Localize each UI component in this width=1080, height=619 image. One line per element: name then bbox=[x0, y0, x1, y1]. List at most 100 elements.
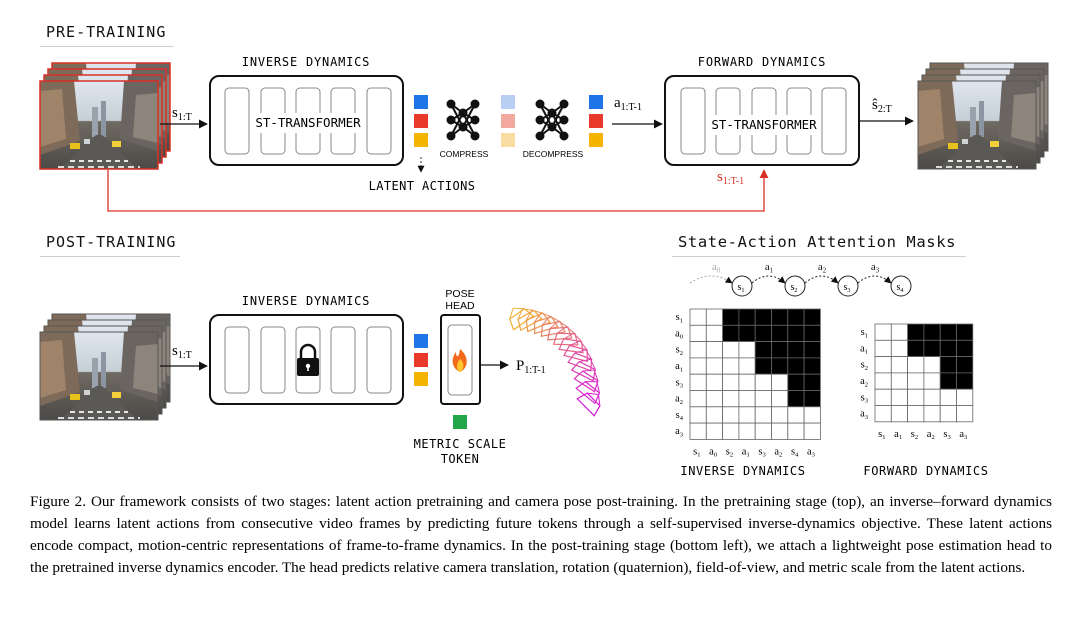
inverse-mask-cell bbox=[754, 324, 772, 342]
inverse-mask-cell bbox=[738, 422, 756, 440]
inverse-mask-cell bbox=[689, 357, 707, 375]
pose-head-label-line1: POSE bbox=[445, 288, 474, 300]
inverse-mask-cell bbox=[787, 373, 805, 391]
forward-mask-cell bbox=[923, 356, 941, 374]
chain-action-arrow bbox=[857, 275, 892, 284]
pretraining-input-sub: 1:T bbox=[178, 112, 192, 123]
inverse-mask-cell bbox=[689, 341, 707, 359]
inverse-mask-cell bbox=[705, 390, 723, 408]
inverse-mask-cell bbox=[787, 341, 805, 359]
inverse-mask-col-label: a0 bbox=[709, 446, 717, 458]
inverse-mask-cell bbox=[754, 373, 772, 391]
decompressed-tokens bbox=[589, 95, 603, 147]
pretraining-input-label: s bbox=[172, 105, 178, 121]
chain-action-label: a0 bbox=[712, 261, 721, 274]
forward-mask-cell bbox=[939, 323, 957, 341]
inverse-mask-row-label: a0 bbox=[675, 328, 683, 340]
forward-mask-row-label: s2 bbox=[861, 360, 868, 372]
forward-mask-cell bbox=[890, 339, 908, 357]
svg-text:ŝ2:T: ŝ2:T bbox=[872, 97, 892, 115]
camera-frustum bbox=[576, 392, 601, 417]
forward-mask-cell bbox=[923, 388, 941, 406]
chain-state-node bbox=[837, 275, 859, 297]
inverse-mask-cell bbox=[689, 390, 707, 408]
pose-head-label-line2: HEAD bbox=[445, 300, 475, 312]
camera-frustum bbox=[570, 358, 597, 382]
pretraining-header: PRE-TRAINING bbox=[46, 23, 167, 41]
inverse-mask-cell bbox=[722, 390, 740, 408]
inverse-mask-cell bbox=[771, 422, 789, 440]
inverse-mask-cell bbox=[754, 390, 772, 408]
posttraining-input-label: s bbox=[172, 343, 178, 359]
metric-scale-label-line1: METRIC SCALE bbox=[414, 437, 507, 451]
decompress-network-icon bbox=[535, 99, 569, 141]
inverse-mask-cell bbox=[738, 373, 756, 391]
inverse-mask-cell bbox=[689, 324, 707, 342]
inverse-mask-cell bbox=[787, 357, 805, 375]
inverse-mask-cell bbox=[738, 341, 756, 359]
inverse-mask-cell bbox=[689, 422, 707, 440]
inverse-mask-col-label: s2 bbox=[726, 446, 733, 458]
inverse-mask-row-label: s4 bbox=[676, 410, 684, 422]
posttraining-inverse-columns bbox=[224, 326, 392, 394]
forward-mask-cell bbox=[907, 356, 925, 374]
pretraining-forward-title: FORWARD DYNAMICS bbox=[698, 55, 826, 69]
inverse-mask-col-label: s4 bbox=[791, 446, 799, 458]
camera-frustum bbox=[558, 332, 584, 354]
forward-output-sub: 2:T bbox=[878, 104, 892, 115]
inverse-mask-cell bbox=[689, 308, 707, 326]
forward-mask-cell bbox=[939, 339, 957, 357]
inverse-mask-cell bbox=[754, 406, 772, 424]
inverse-mask-cell bbox=[754, 422, 772, 440]
inverse-mask-cell bbox=[722, 357, 740, 375]
forward-mask-row-label: a2 bbox=[860, 376, 868, 388]
inverse-mask-col-label: s1 bbox=[693, 446, 700, 458]
forward-mask-cell bbox=[907, 372, 925, 390]
latent-actions-label: LATENT ACTIONS bbox=[369, 179, 476, 193]
inverse-mask-cell bbox=[771, 390, 789, 408]
forward-mask-cell bbox=[907, 405, 925, 423]
inverse-mask-cell bbox=[771, 341, 789, 359]
camera-frustum bbox=[540, 315, 566, 337]
inverse-mask-cell bbox=[689, 373, 707, 391]
forward-mask-cell bbox=[890, 323, 908, 341]
chain-state-label: s2 bbox=[791, 282, 798, 294]
camera-frustum bbox=[547, 320, 573, 341]
metric-scale-label-line2: TOKEN bbox=[441, 452, 480, 466]
inverse-mask-cell bbox=[787, 422, 805, 440]
inverse-mask-cell bbox=[722, 341, 740, 359]
posttraining-header-rule bbox=[40, 256, 180, 257]
inverse-mask-cell bbox=[722, 406, 740, 424]
chain-state-label: s4 bbox=[897, 282, 904, 294]
inverse-mask-cell bbox=[771, 308, 789, 326]
inverse-mask-row-label: a1 bbox=[675, 361, 683, 373]
chain-state-label: s3 bbox=[844, 282, 851, 294]
pretraining-output-frames bbox=[917, 62, 1049, 170]
inverse-mask-cell bbox=[705, 406, 723, 424]
forward-mask-cell bbox=[923, 323, 941, 341]
inverse-mask-cell bbox=[771, 373, 789, 391]
forward-mask-cell bbox=[923, 339, 941, 357]
inverse-mask-cell bbox=[705, 373, 723, 391]
pretraining-inverse-block-label: ST-TRANSFORMER bbox=[255, 115, 361, 130]
pretraining-forward-block-label: ST-TRANSFORMER bbox=[711, 117, 817, 132]
inverse-mask-cell bbox=[705, 308, 723, 326]
inverse-mask-cell bbox=[803, 373, 821, 391]
forward-mask-cell bbox=[890, 356, 908, 374]
forward-mask-col-label: a1 bbox=[894, 429, 902, 441]
posttraining-input-frames bbox=[39, 313, 171, 421]
inverse-mask-cell bbox=[738, 357, 756, 375]
inverse-mask-cell bbox=[787, 390, 805, 408]
posttraining-input-sub: 1:T bbox=[178, 350, 192, 361]
compress-label: COMPRESS bbox=[440, 149, 489, 159]
pose-output-sub: 1:T-1 bbox=[524, 365, 545, 376]
forward-mask-col-label: a2 bbox=[927, 429, 935, 441]
inverse-mask-cell bbox=[722, 373, 740, 391]
inverse-mask-cell bbox=[787, 406, 805, 424]
skip-label: s bbox=[717, 169, 723, 185]
inverse-mask-cell bbox=[803, 308, 821, 326]
skip-sub: 1:T-1 bbox=[723, 176, 744, 187]
inverse-mask-cell bbox=[803, 341, 821, 359]
inverse-mask-cell bbox=[738, 308, 756, 326]
